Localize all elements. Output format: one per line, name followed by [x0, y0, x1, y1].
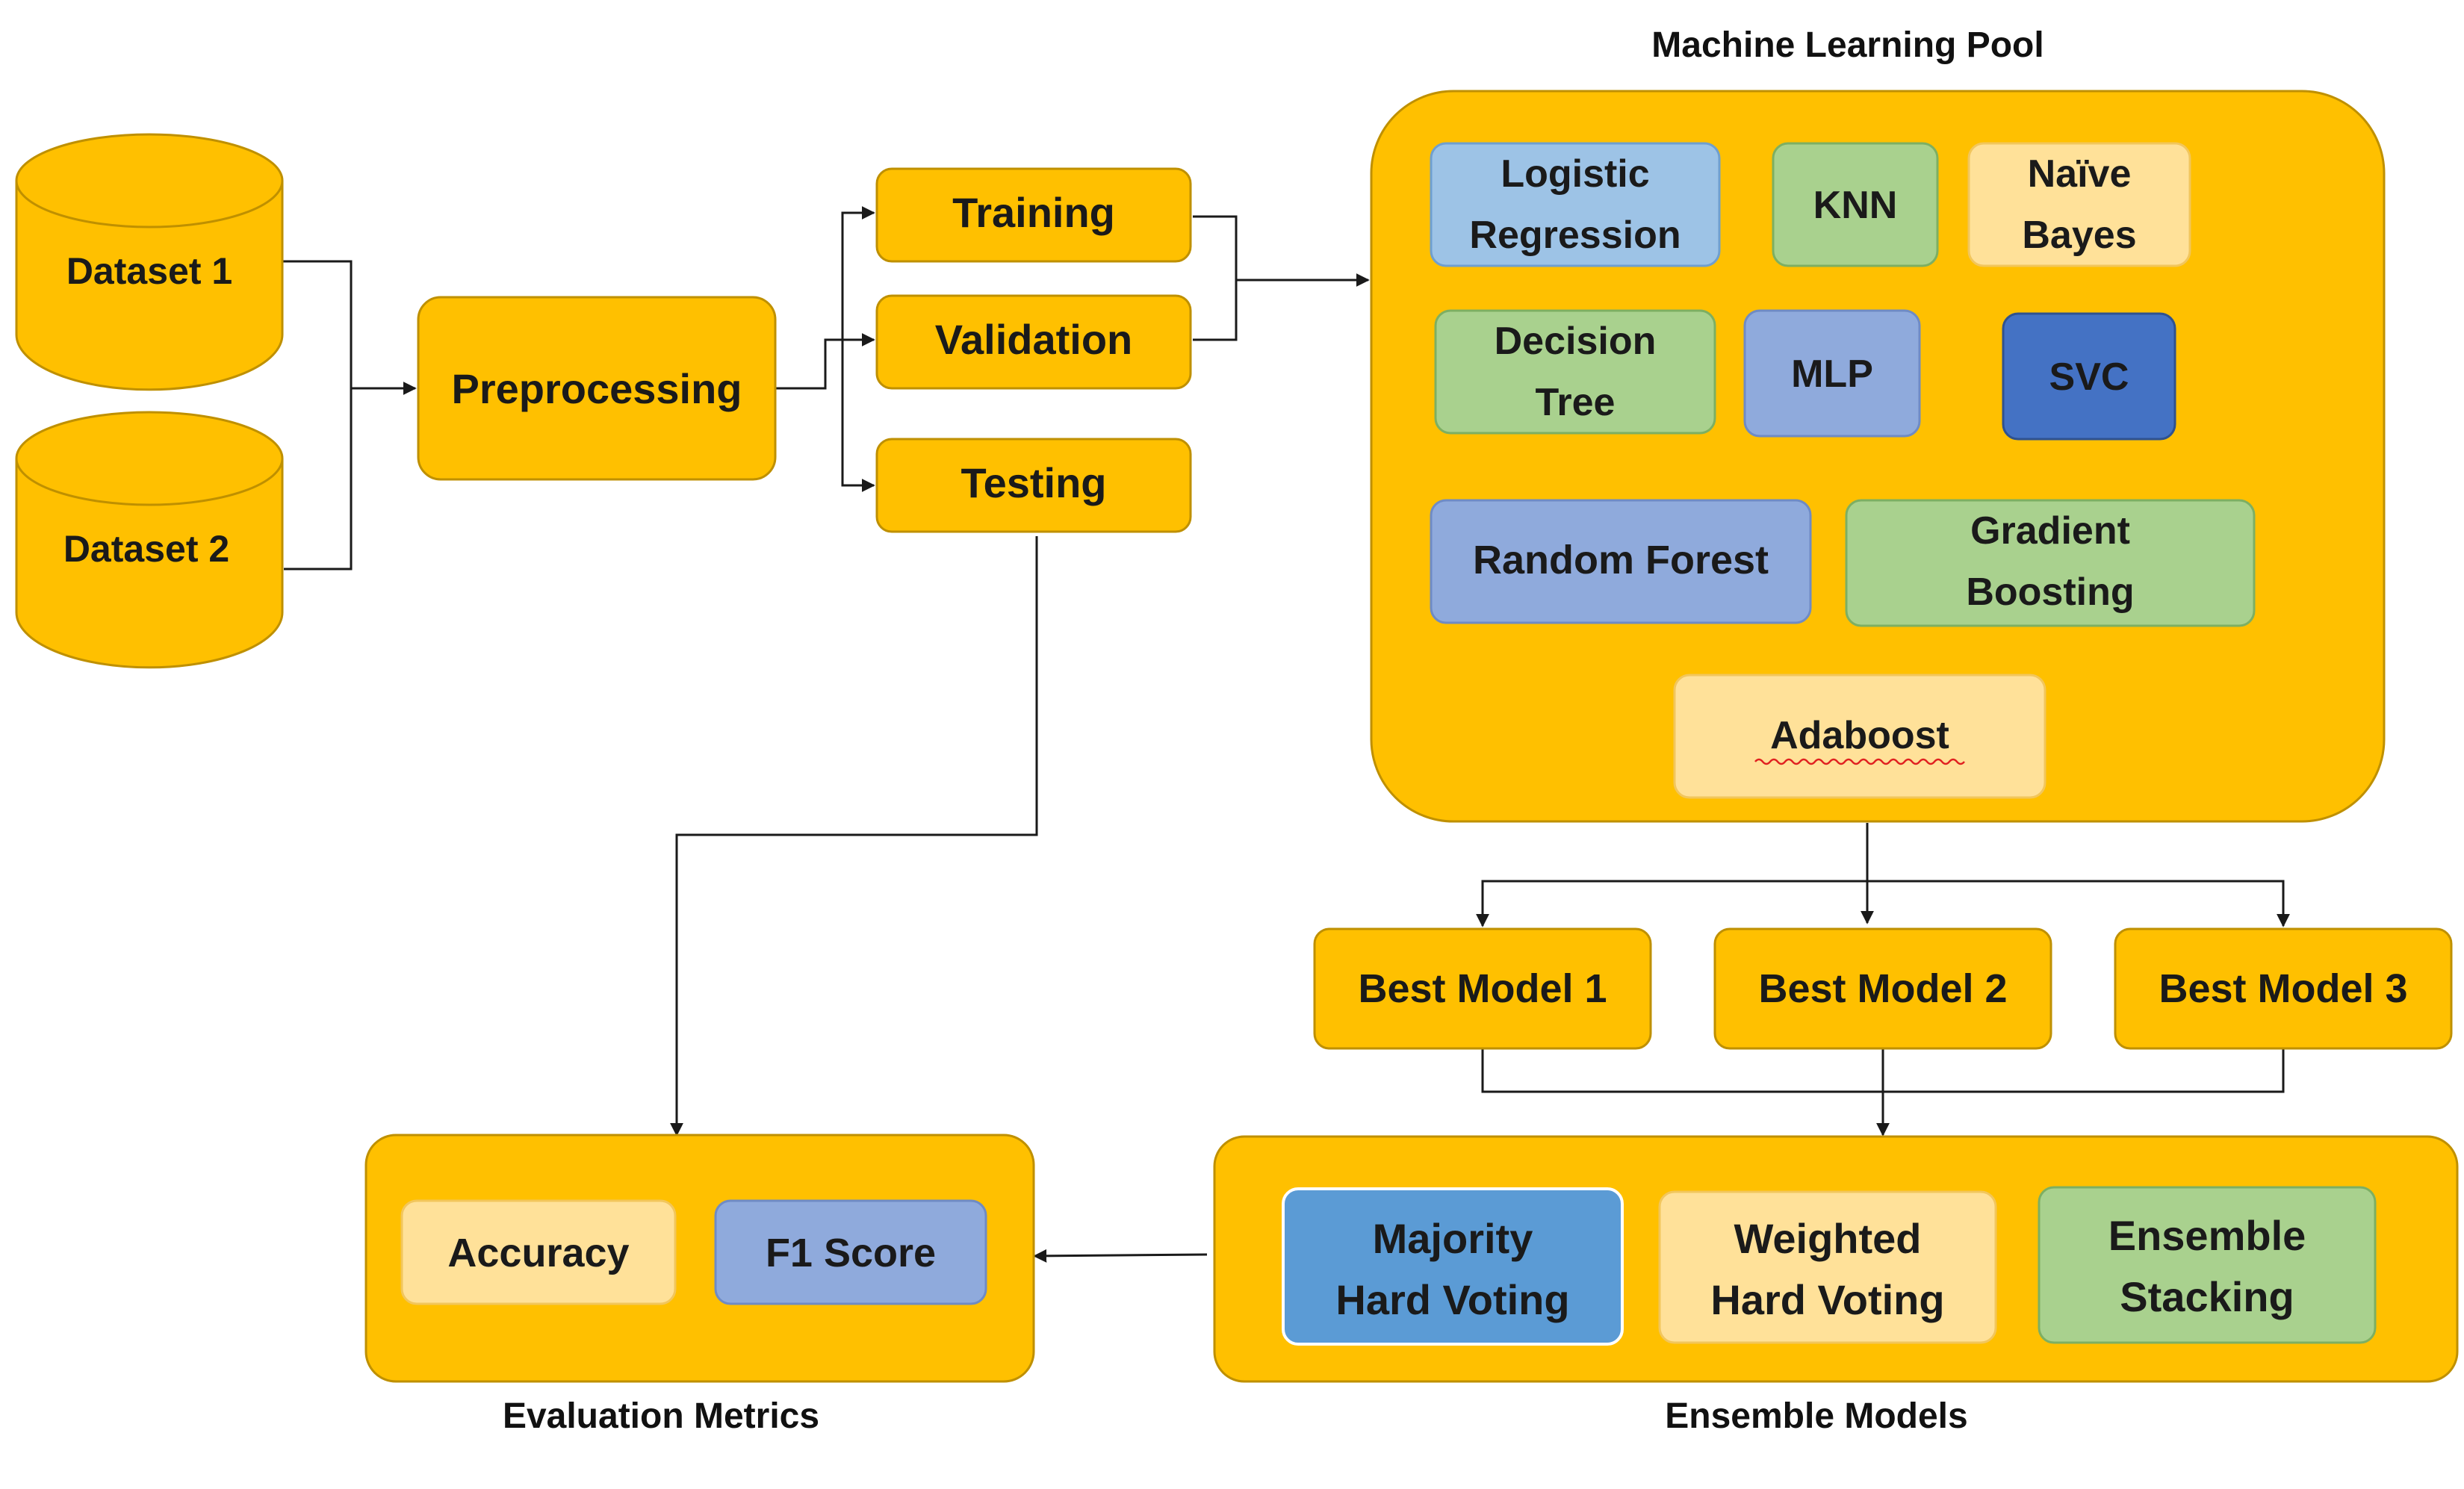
testing-label: Testing [961, 459, 1107, 506]
model-label-line2: Boosting [1966, 571, 2134, 614]
connector-training-out [1193, 215, 1238, 341]
training-label: Training [952, 189, 1115, 236]
model-gradient-boosting: Gradient Boosting [1845, 499, 2256, 627]
model-label: KNN [1813, 184, 1898, 227]
pool-title: Machine Learning Pool [1651, 25, 2043, 65]
connector-testing-to-evaluation [670, 536, 1038, 1137]
model-label-line2: Regression [1469, 214, 1681, 257]
model-mlp: MLP [1743, 309, 1921, 438]
model-label-line1: Decision [1495, 320, 1657, 363]
best-model-label: Best Model 2 [1758, 966, 2007, 1011]
ensemble-label-line1: Ensemble [2108, 1212, 2306, 1259]
metric-f1-score: F1 Score [714, 1199, 987, 1305]
model-label-line2: Tree [1536, 381, 1616, 424]
dataset-1-label: Dataset 1 [66, 250, 232, 292]
best-model-2: Best Model 2 [1713, 927, 2052, 1050]
model-decision-tree: Decision Tree [1434, 309, 1716, 435]
best-model-1: Best Model 1 [1313, 927, 1652, 1050]
ensemble-label-line2: Hard Voting [1335, 1276, 1569, 1323]
training-box: Training [875, 167, 1192, 263]
connector-pool-branch [1481, 880, 2285, 923]
model-random-forest: Random Forest [1430, 499, 1812, 624]
model-label: SVC [2049, 355, 2129, 399]
preprocessing-box: Preprocessing [417, 296, 777, 481]
connector-ensemble-to-evaluation [1033, 1249, 1208, 1263]
model-label: MLP [1791, 352, 1873, 396]
dataset-2: Dataset 2 [15, 411, 284, 669]
model-adaboost: Adaboost [1673, 674, 2046, 799]
model-svc: SVC [2002, 312, 2176, 441]
model-label-line1: Logistic [1501, 152, 1649, 196]
preprocessing-label: Preprocessing [451, 365, 742, 412]
model-label-line1: Gradient [1970, 509, 2130, 553]
ensemble-label-line1: Weighted [1734, 1215, 1922, 1262]
ensemble-weighted-voting: Weighted Hard Voting [1658, 1190, 1997, 1344]
model-naive-bayes: Naïve Bayes [1967, 142, 2191, 267]
metric-label: F1 Score [766, 1231, 936, 1275]
ml-pool-container [1370, 90, 2386, 823]
validation-label: Validation [935, 316, 1133, 363]
connector-to-testing [841, 340, 875, 492]
model-label-line2: Bayes [2022, 214, 2136, 257]
model-label: Random Forest [1473, 538, 1769, 582]
ensemble-majority-voting: Majority Hard Voting [1282, 1187, 1624, 1346]
dataset-1: Dataset 1 [15, 133, 284, 391]
connectors [276, 206, 2290, 1263]
connector-preprocessing-out [775, 338, 842, 390]
connector-to-training [841, 206, 875, 485]
model-knn: KNN [1772, 142, 1939, 267]
best-model-3: Best Model 3 [2114, 927, 2453, 1050]
ensemble-stacking: Ensemble Stacking [2038, 1186, 2377, 1344]
ensemble-label-line2: Stacking [2120, 1273, 2294, 1320]
best-model-label: Best Model 3 [2159, 966, 2407, 1011]
ensemble-label-line2: Hard Voting [1710, 1276, 1944, 1323]
ensemble-title: Ensemble Models [1665, 1396, 1967, 1436]
ensemble-label-line1: Majority [1373, 1215, 1533, 1262]
spellcheck-squiggle [1754, 758, 1965, 765]
metric-label: Accuracy [447, 1231, 629, 1275]
connector-dataset1-merge [276, 260, 353, 571]
best-model-label: Best Model 1 [1358, 966, 1607, 1011]
evaluation-container [364, 1134, 1035, 1383]
model-label: Adaboost [1770, 714, 1949, 757]
testing-box: Testing [875, 438, 1192, 533]
model-logistic-regression: Logistic Regression [1430, 142, 1721, 267]
evaluation-title: Evaluation Metrics [503, 1396, 819, 1436]
model-label-line1: Naïve [2028, 152, 2132, 196]
validation-box: Validation [875, 294, 1192, 390]
metric-accuracy: Accuracy [400, 1199, 677, 1305]
dataset-2-label: Dataset 2 [63, 528, 229, 570]
